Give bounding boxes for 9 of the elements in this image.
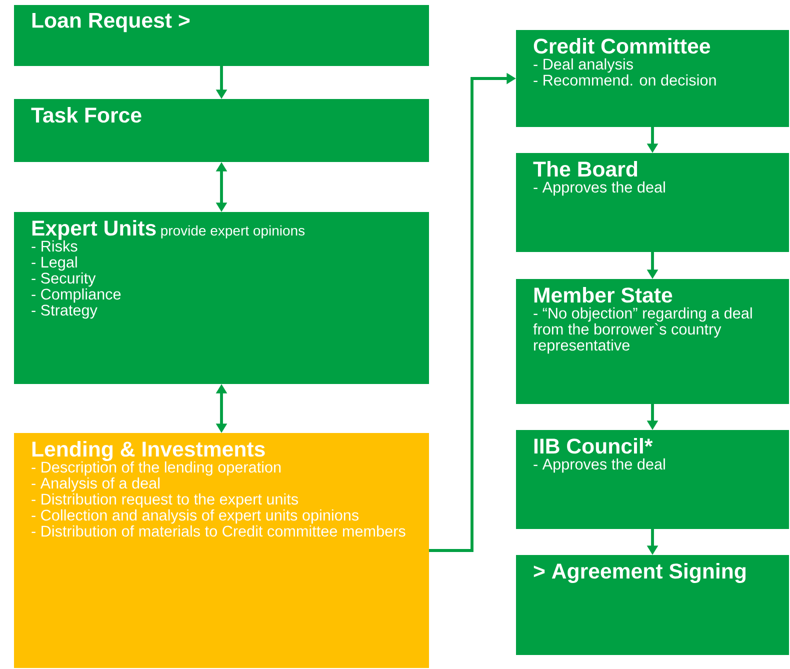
process-box: Credit Committee - Deal analysis - Recommend. on decision bbox=[516, 30, 789, 127]
process-box: Expert Units provide expert opinions - Risks - Legal - Security - Compliance - Strategy bbox=[14, 212, 429, 384]
process-box: > Agreement Signing bbox=[516, 555, 789, 655]
process-box: Task Force bbox=[14, 99, 429, 162]
process-box: Loan Request > bbox=[14, 5, 429, 66]
process-box: Lending & Investments - Description of the lending operation - Analysis of a deal - Distribution request to the expert units - Collection and analysis of expert units opinions - Distribution of materials to Credit committee members bbox=[14, 433, 429, 668]
process-box: Member State - “No objection” regarding a deal from the borrower`s country representative bbox=[516, 279, 789, 404]
process-box: IIB Council* - Approves the deal bbox=[516, 430, 789, 529]
process-box: The Board - Approves the deal bbox=[516, 153, 789, 252]
